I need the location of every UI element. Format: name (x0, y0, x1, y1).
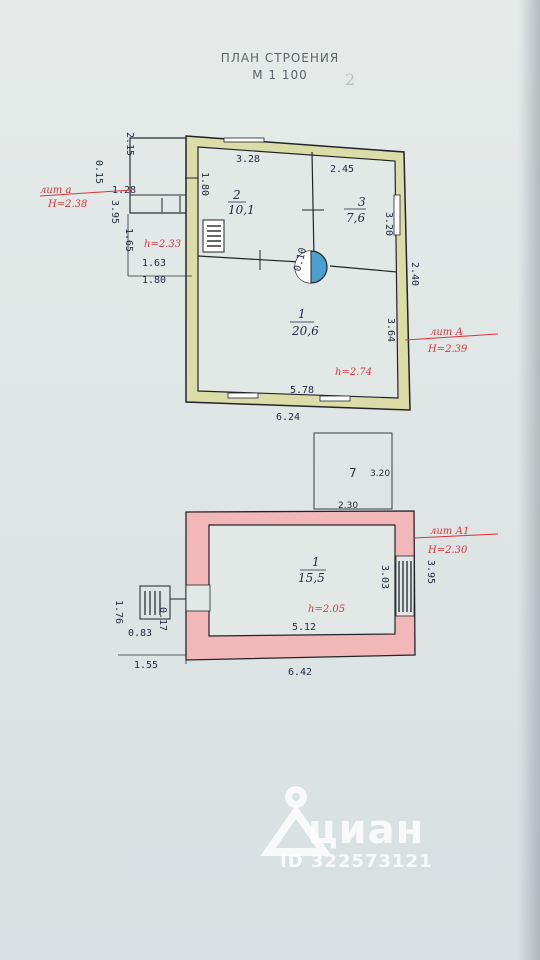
dim-top-left: 3.28 (236, 154, 260, 165)
dim-porch-top-b: 0.15 (93, 160, 104, 184)
annex-dim-right: 3.20 (370, 469, 390, 479)
title-text: ПЛАН СТРОЕНИЯ (220, 51, 340, 65)
partition-room2 (197, 255, 301, 263)
annex-outline (313, 432, 393, 510)
faded-mark: 2 (345, 70, 356, 89)
dim-top-right: 2.45 (330, 164, 354, 175)
annex-number: 7 (349, 466, 357, 480)
stairs-treads (207, 225, 221, 247)
dim-porch-w-outer: 1.80 (142, 275, 166, 286)
location-pin-icon (260, 786, 332, 856)
window-top (223, 137, 265, 143)
room2-area: 10,1 (228, 203, 255, 217)
annex-dim-bottom: 2.30 (338, 501, 358, 511)
floor2-dim-outer-height: 3.95 (425, 560, 436, 584)
stairs-left (139, 585, 171, 620)
plan-title: ПЛАН СТРОЕНИЯ М 1 100 (205, 50, 355, 84)
floor2-dim-left-step: 1.76 (113, 600, 124, 624)
lit-A-height: H=2.39 (427, 344, 468, 355)
porch-outline (129, 137, 193, 214)
floor2-dim-left-width: 1.55 (134, 660, 158, 671)
watermark: циан ID 322573121 (262, 783, 502, 883)
lit-a-leader (39, 189, 133, 197)
floor2-room-number: 1 (312, 555, 320, 569)
partition-room3-left (311, 151, 315, 259)
dim-bottom-outer: 6.24 (276, 412, 300, 423)
dim-porch-top-a: 2.15 (124, 132, 135, 156)
dim-porch-w-inner: 1.63 (142, 258, 166, 269)
dim-right-upper: 3.20 (383, 212, 394, 236)
stairs-right (395, 555, 415, 617)
floor2-doorway-left (185, 584, 211, 612)
height-porch: h=2.33 (144, 239, 181, 250)
partition-room3-bottom (329, 265, 398, 273)
dim-room2-height: 1.80 (199, 172, 210, 196)
room1-area: 20,6 (291, 324, 319, 338)
stove-half (295, 251, 311, 283)
lit-A-leader (404, 333, 499, 341)
dim-right-outer: 2.40 (409, 262, 420, 286)
scale-text: М 1 100 (252, 68, 308, 82)
lit-A1-name: лит А1 (430, 526, 469, 537)
watermark-id: ID 322573121 (280, 851, 433, 872)
lit-a-height: H=2.38 (47, 199, 87, 210)
room3-area: 7,6 (346, 211, 365, 225)
dim-right-lower: 3.64 (385, 318, 396, 342)
floor2-dim-inner-width: 5.12 (292, 622, 316, 633)
lit-A1-leader (413, 533, 499, 539)
floor2-height: h=2.05 (308, 604, 345, 615)
window-bottom-right (319, 395, 351, 402)
room2-number: 2 (232, 188, 241, 202)
dim-porch-low: 1.65 (123, 228, 134, 252)
room3-number: 3 (358, 195, 366, 209)
height-main: h=2.74 (335, 367, 372, 378)
window-bottom-left (227, 392, 259, 399)
stairs-left-treads (144, 591, 161, 615)
lit-A-name: лит А (430, 327, 463, 338)
room1-number: 1 (298, 307, 306, 321)
floor2-dim-inner-height: 3.03 (379, 565, 390, 589)
stairs-right-treads (398, 561, 412, 612)
watermark-brand: циан (308, 807, 425, 853)
floor2-room-area: 15,5 (298, 571, 325, 585)
floor2-dim-outer-width: 6.42 (288, 667, 312, 678)
lit-a-name: лит а (40, 185, 71, 196)
dim-porch-side: 3.95 (109, 200, 120, 224)
floor2-dim-left-step-b: 0.83 (128, 628, 152, 639)
window-right (393, 194, 401, 236)
dim-bottom-inner: 5.78 (290, 385, 314, 396)
sheet-shadow (518, 0, 540, 960)
floor2-dim-left-step-a: 0.17 (157, 607, 168, 631)
lit-A1-height: H=2.30 (427, 545, 468, 556)
